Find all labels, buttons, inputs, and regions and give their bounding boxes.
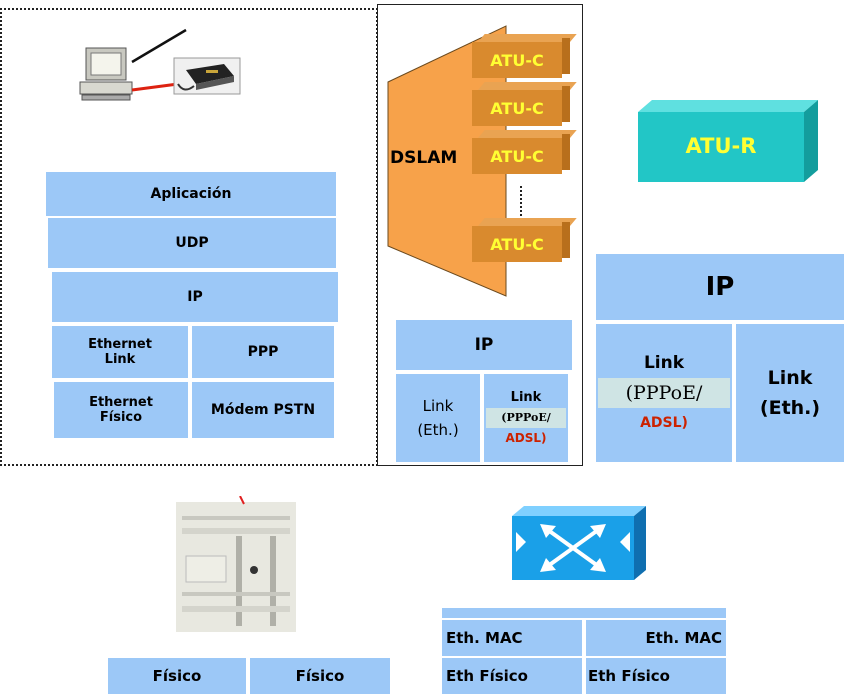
dslam-label: DSLAM <box>390 148 458 168</box>
atu-c-card-1: ATU-C <box>472 34 577 78</box>
ppp-layer: PPP <box>192 326 334 378</box>
atu-c-card-2: ATU-C <box>472 82 577 126</box>
pc-modem-illustration <box>79 28 241 101</box>
ip-layer: IP <box>52 272 338 322</box>
modem-icon <box>173 57 241 95</box>
dslam-link-pppoe-layer: Link (PPPoE/ ADSL) <box>484 374 568 462</box>
dslam-frame <box>377 4 583 466</box>
switch-mac-layer-2: Eth. MAC <box>586 620 726 656</box>
ethernet-fisico-layer: Ethernet Físico <box>54 382 188 438</box>
atu-r-device-shape <box>638 100 818 182</box>
atu-c-card-4: ATU-C <box>472 218 577 262</box>
switch-fisico-layer-1: Eth Físico <box>442 658 582 694</box>
hub-fisico-layer-1: Físico <box>108 658 246 694</box>
aplicacion-layer: Aplicación <box>46 172 336 216</box>
udp-layer: UDP <box>48 218 336 268</box>
atu-r-ip-layer: IP <box>596 254 844 320</box>
hub-device-photo <box>176 496 296 632</box>
dslam-link-eth-layer: Link (Eth.) <box>396 374 480 462</box>
switch-stack-top-strip <box>442 608 726 618</box>
switch-icon <box>512 506 646 580</box>
atu-r-link-pppoe-layer: Link (PPPoE/ ADSL) <box>596 324 732 462</box>
switch-mac-layer-1: Eth. MAC <box>442 620 582 656</box>
atu-r-link-eth-layer: Link (Eth.) <box>736 324 844 462</box>
atu-r-label: ATU-R <box>685 134 757 158</box>
switch-fisico-layer-2: Eth Físico <box>586 658 726 694</box>
dslam-ip-layer: IP <box>396 320 572 370</box>
hub-fisico-layer-2: Físico <box>250 658 390 694</box>
modem-pstn-layer: Módem PSTN <box>192 382 334 438</box>
atu-c-ellipsis-dots <box>520 186 522 216</box>
atu-c-card-3: ATU-C <box>472 130 577 174</box>
computer-icon <box>79 47 133 101</box>
ethernet-link-layer: Ethernet Link <box>52 326 188 378</box>
